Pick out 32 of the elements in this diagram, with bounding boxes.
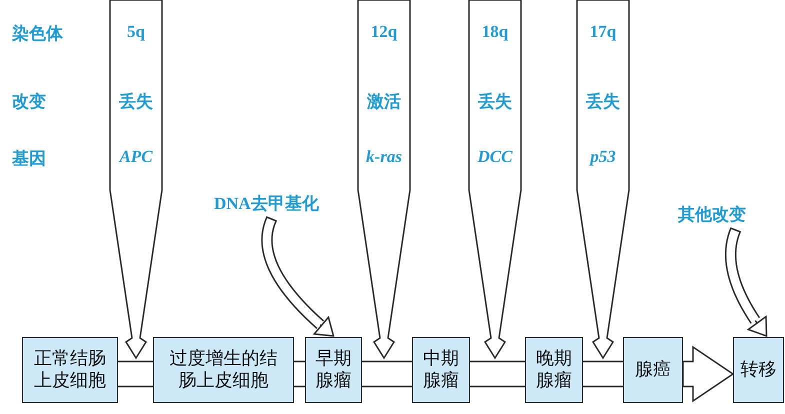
stage-box: 过度增生的结肠上皮细胞 (153, 337, 294, 403)
hollow-arrow (682, 346, 734, 402)
note-text: 其他改变 (678, 203, 773, 229)
hollow-connector (117, 360, 154, 388)
hollow-connector (361, 360, 413, 388)
row-label: 改变 (12, 91, 46, 113)
hollow-connector (469, 360, 526, 388)
change-label: 丢失 (477, 91, 513, 113)
gene-name: APC (118, 147, 154, 167)
hollow-connector (582, 360, 624, 388)
stage-box: 早期腺瘤 (305, 337, 362, 403)
change-label: 丢失 (585, 91, 621, 113)
stage-box: 腺癌 (623, 337, 683, 403)
chromosome-label: 17q (588, 22, 618, 42)
chromosome-label: 12q (370, 22, 398, 42)
stage-box: 晚期腺瘤 (525, 337, 583, 403)
stage-box: 中期腺瘤 (412, 337, 470, 403)
change-label: 激活 (366, 91, 402, 113)
row-label: 染色体 (12, 23, 63, 45)
change-label: 丢失 (118, 91, 154, 113)
stage-box: 转移 (733, 337, 784, 403)
chromosome-label: 18q (480, 22, 510, 42)
hollow-connector (293, 360, 306, 388)
gene-name: k-ras (365, 147, 403, 167)
stage-box: 正常结肠上皮细胞 (22, 337, 118, 403)
note-text: DNA去甲基化 (214, 192, 349, 218)
gene-name: DCC (476, 147, 514, 167)
hollow-arrow (724, 227, 768, 337)
row-label: 基因 (12, 148, 46, 170)
gene-name: p53 (588, 147, 617, 167)
hollow-arrow (261, 216, 334, 337)
chromosome-label: 5q (126, 22, 146, 42)
